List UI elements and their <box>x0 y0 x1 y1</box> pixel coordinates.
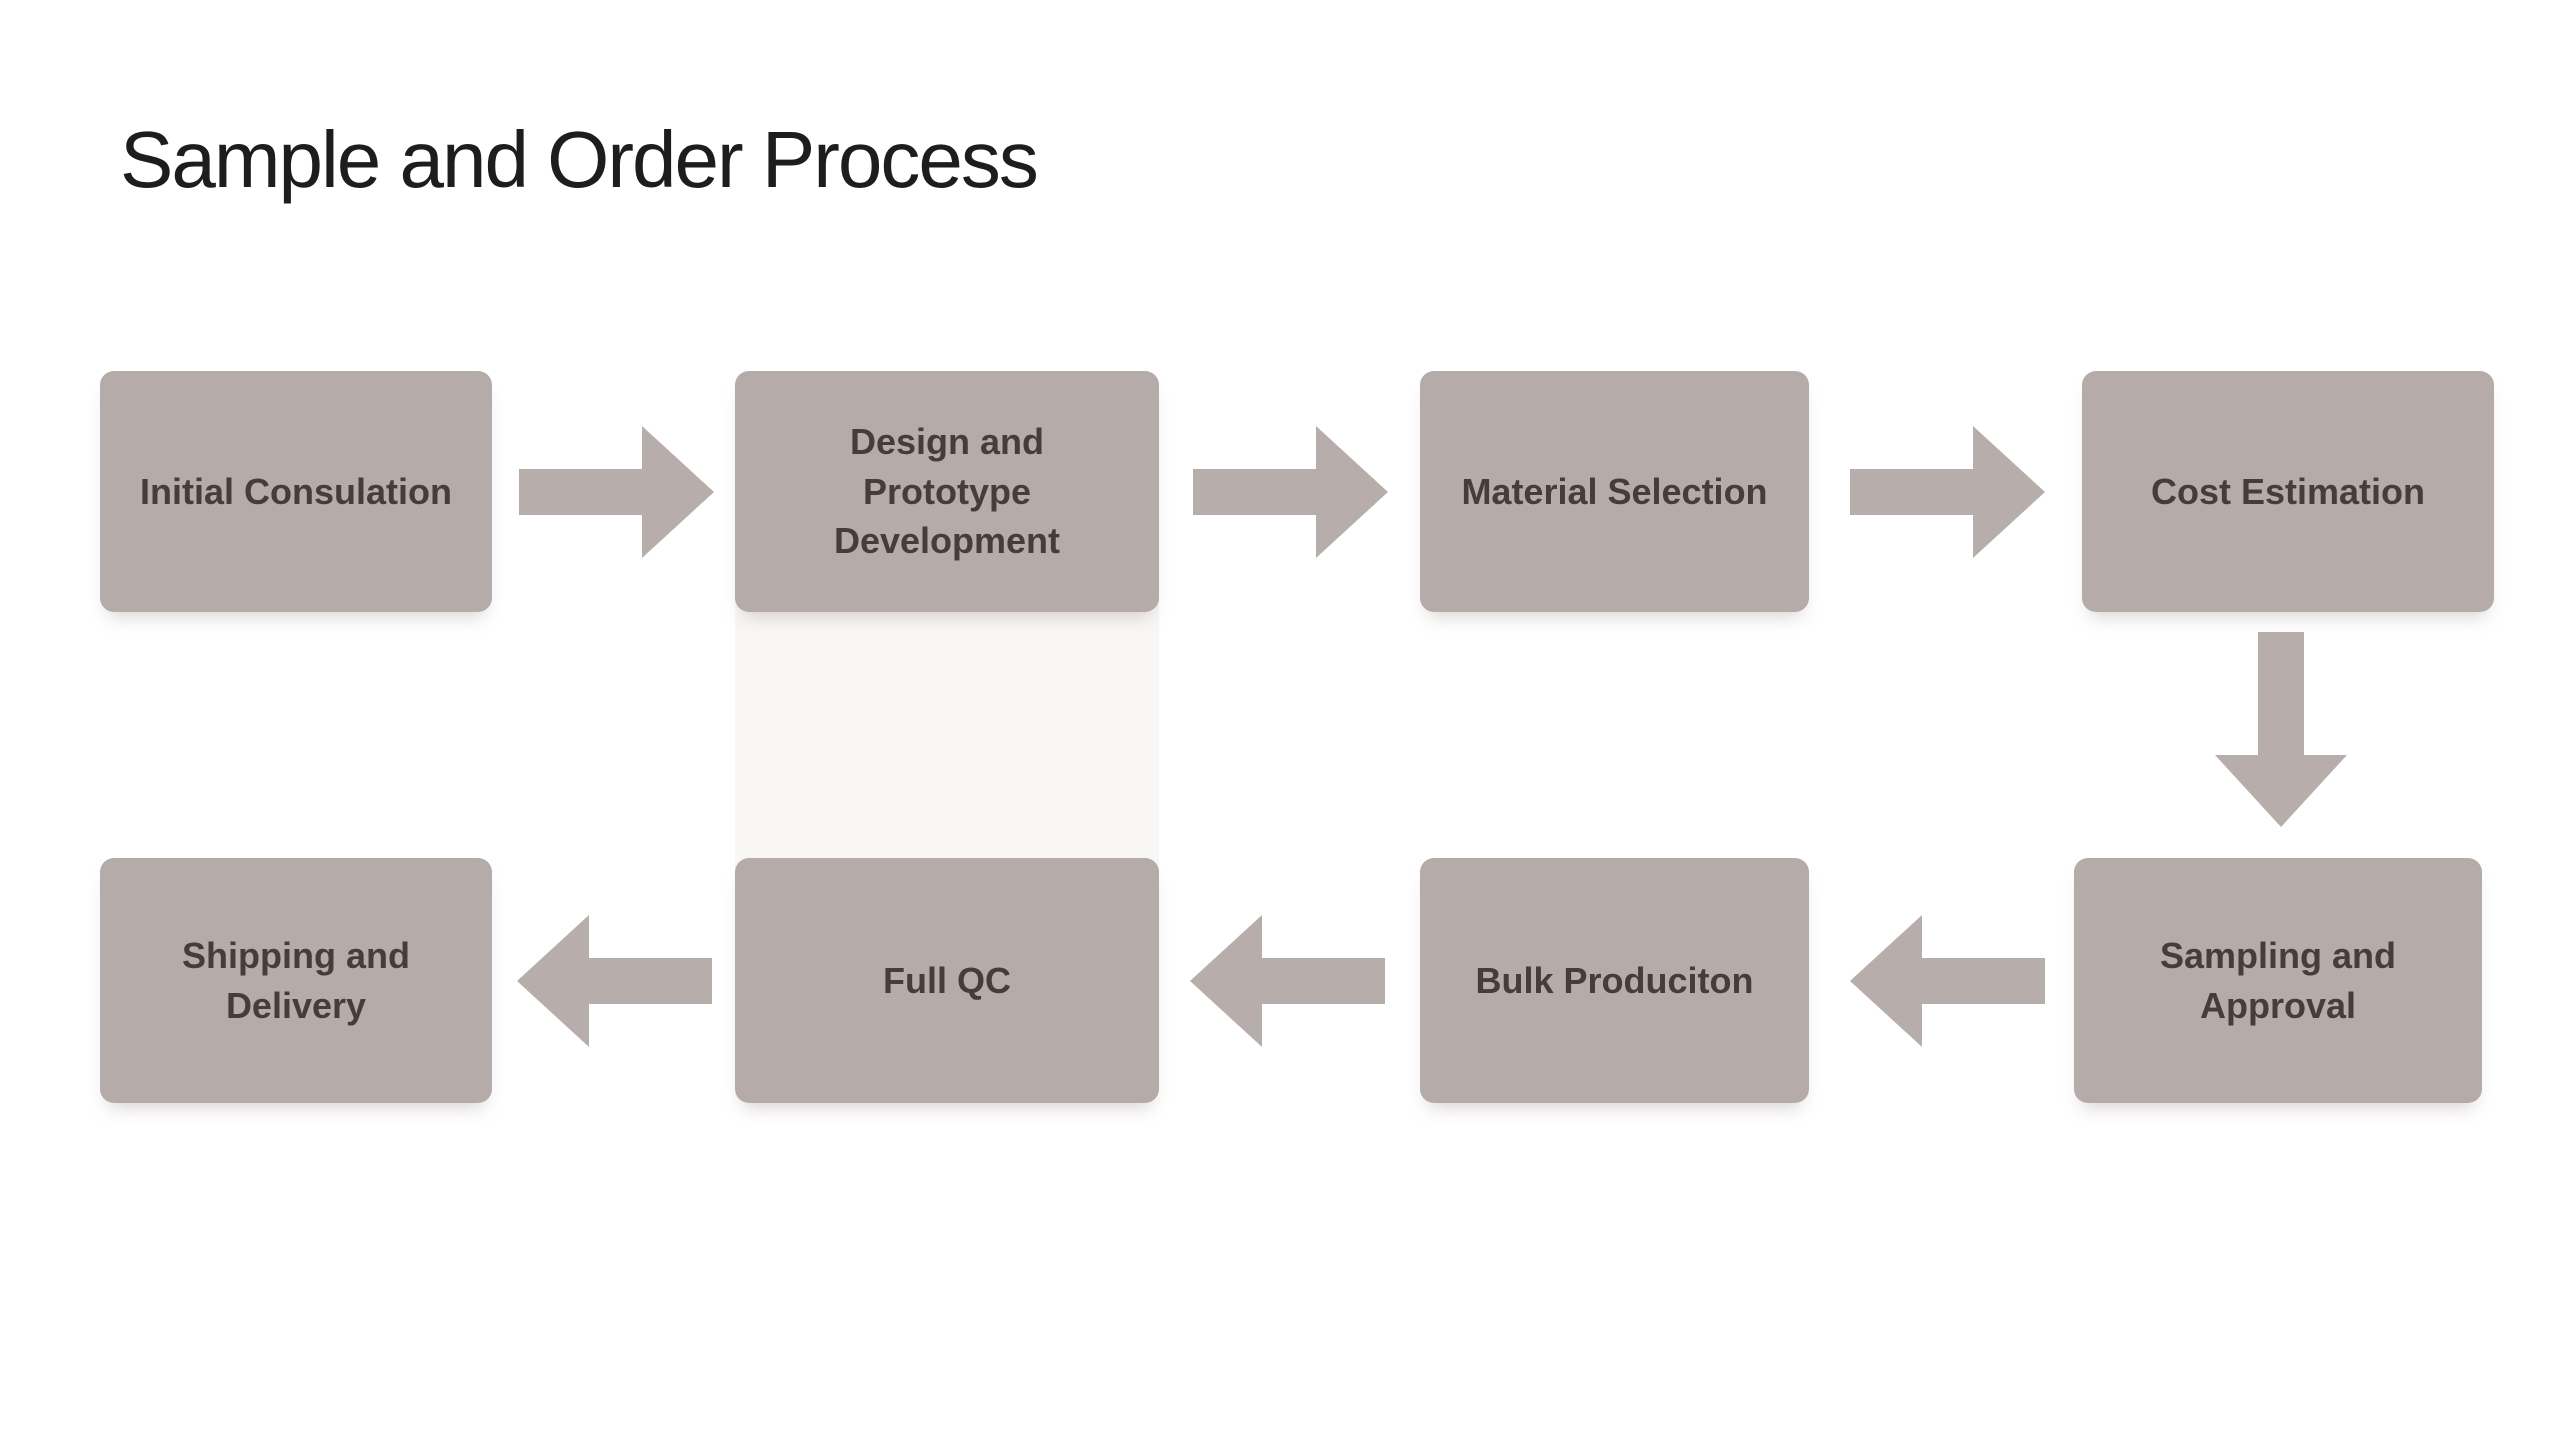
flow-step-label: Shipping and Delivery <box>182 934 410 1026</box>
arrow-left-icon <box>1190 915 1385 1047</box>
arrow-right-icon <box>1193 426 1388 558</box>
arrow-right-icon <box>1850 426 2045 558</box>
flow-step-initial-consulation: Initial Consulation <box>100 371 492 612</box>
flow-arrow-left-6-7 <box>1190 915 1385 1047</box>
flow-step-design-and-prototype-development: Design and Prototype Development <box>735 371 1159 612</box>
slide-title: Sample and Order Process <box>120 115 1039 204</box>
flow-arrow-right-1-2 <box>519 426 714 558</box>
flow-arrow-right-2-3 <box>1193 426 1388 558</box>
flow-arrow-left-7-8 <box>517 915 712 1047</box>
flow-step-label: Sampling and Approval <box>2159 934 2397 1026</box>
flow-step-label: Full QC <box>883 959 1011 1001</box>
flow-step-material-selection: Material Selection <box>1420 371 1809 612</box>
flow-step-label: Initial Consulation <box>140 470 452 512</box>
arrow-right-icon <box>519 426 714 558</box>
flow-step-label: Design and Prototype Development <box>833 420 1061 562</box>
flow-step-cost-estimation: Cost Estimation <box>2082 371 2494 612</box>
flow-step-shipping-and-delivery: Shipping and Delivery <box>100 858 492 1103</box>
flow-arrow-down-4-5 <box>2215 632 2347 827</box>
arrow-left-icon <box>1850 915 2045 1047</box>
flow-arrow-left-5-6 <box>1850 915 2045 1047</box>
flow-step-label: Material Selection <box>1461 470 1768 512</box>
arrow-left-icon <box>517 915 712 1047</box>
flow-step-label: Cost Estimation <box>2150 470 2426 512</box>
flow-step-sampling-and-approval: Sampling and Approval <box>2074 858 2482 1103</box>
flow-arrow-right-3-4 <box>1850 426 2045 558</box>
flow-step-full-qc: Full QC <box>735 858 1159 1103</box>
flow-step-bulk-produciton: Bulk Produciton <box>1420 858 1809 1103</box>
arrow-down-icon <box>2215 632 2347 827</box>
flow-step-label: Bulk Produciton <box>1475 959 1754 1001</box>
